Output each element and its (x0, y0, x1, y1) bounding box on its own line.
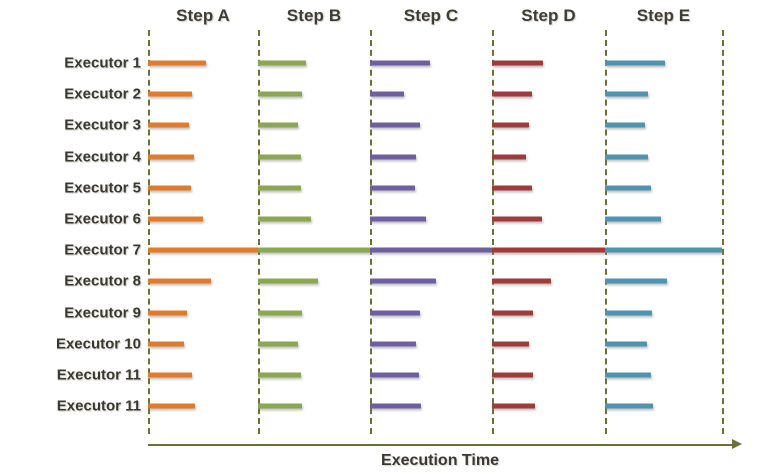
x-axis-line (148, 444, 732, 446)
bar-step-e-row-8 (605, 278, 667, 284)
bar-step-a-row-1 (148, 60, 207, 66)
bar-step-c-row-11 (370, 372, 419, 378)
executor-label-row-9: Executor 9 (64, 304, 141, 322)
bar-step-a-row-5 (148, 185, 191, 191)
bar-step-b-row-5 (258, 185, 301, 191)
bar-step-c-row-10 (370, 341, 417, 347)
executor-label-row-11: Executor 11 (56, 366, 141, 384)
bar-step-d-row-12 (492, 403, 535, 409)
bar-step-e-row-11 (605, 372, 651, 378)
bar-step-a-row-9 (148, 310, 187, 316)
bar-step-e-row-5 (605, 185, 651, 191)
bar-step-d-row-6 (492, 216, 542, 222)
bar-step-e-row-12 (605, 403, 653, 409)
executor-label-row-4: Executor 4 (64, 148, 141, 166)
bar-step-d-row-10 (492, 341, 530, 347)
bar-step-b-row-4 (258, 154, 301, 160)
executor-label-row-1: Executor 1 (64, 54, 141, 72)
bar-step-c-row-12 (370, 403, 422, 409)
bar-step-c-row-2 (370, 91, 405, 97)
gridline-4 (605, 30, 607, 434)
bar-step-a-row-7 (148, 247, 258, 253)
bar-step-c-row-9 (370, 310, 421, 316)
gridline-0 (148, 30, 150, 434)
step-header-step-b: Step B (286, 6, 342, 25)
step-header-step-c: Step C (403, 6, 459, 25)
bar-step-c-row-6 (370, 216, 427, 222)
bar-step-e-row-3 (605, 122, 645, 128)
bar-step-b-row-3 (258, 122, 299, 128)
bar-step-d-row-5 (492, 185, 532, 191)
x-axis-arrow-icon (732, 439, 742, 449)
bar-step-e-row-2 (605, 91, 649, 97)
bar-step-b-row-10 (258, 341, 299, 347)
bar-step-e-row-7 (605, 247, 722, 253)
executor-label-row-3: Executor 3 (64, 116, 141, 134)
executor-label-row-10: Executor 10 (55, 335, 141, 353)
bar-step-d-row-3 (492, 122, 530, 128)
bar-step-b-row-6 (258, 216, 311, 222)
executor-label-row-5: Executor 5 (64, 179, 141, 197)
bar-step-b-row-9 (258, 310, 302, 316)
executor-label-row-2: Executor 2 (64, 85, 141, 103)
executor-label-row-8: Executor 8 (64, 272, 141, 290)
executor-label-row-7: Executor 7 (64, 241, 141, 259)
bar-step-b-row-2 (258, 91, 302, 97)
gridline-3 (492, 30, 494, 434)
step-header-step-d: Step D (521, 6, 576, 25)
bar-step-b-row-11 (258, 372, 301, 378)
bar-step-c-row-5 (370, 185, 416, 191)
bar-step-c-row-4 (370, 154, 417, 160)
bar-step-d-row-11 (492, 372, 533, 378)
gridline-2 (370, 30, 372, 434)
bar-step-c-row-3 (370, 122, 421, 128)
bar-step-b-row-12 (258, 403, 302, 409)
bar-step-a-row-6 (148, 216, 203, 222)
bar-step-d-row-1 (492, 60, 543, 66)
bar-step-a-row-3 (148, 122, 189, 128)
step-header-step-e: Step E (636, 6, 691, 25)
bar-step-a-row-2 (148, 91, 192, 97)
bar-step-a-row-8 (148, 278, 211, 284)
bar-step-d-row-8 (492, 278, 551, 284)
bar-step-d-row-4 (492, 154, 526, 160)
bar-step-a-row-12 (148, 403, 196, 409)
gridline-1 (258, 30, 260, 434)
bar-step-e-row-6 (605, 216, 662, 222)
bar-step-e-row-9 (605, 310, 652, 316)
bar-step-c-row-7 (370, 247, 492, 253)
bar-step-d-row-2 (492, 91, 532, 97)
bar-step-c-row-1 (370, 60, 430, 66)
bar-step-c-row-8 (370, 278, 436, 284)
bar-step-b-row-8 (258, 278, 319, 284)
bar-step-a-row-4 (148, 154, 195, 160)
executor-label-row-12: Executor 11 (56, 397, 141, 415)
x-axis-title: Execution Time (381, 452, 499, 469)
bar-step-d-row-7 (492, 247, 605, 253)
bar-step-a-row-11 (148, 372, 192, 378)
bar-step-a-row-10 (148, 341, 185, 347)
executor-label-row-6: Executor 6 (64, 210, 141, 228)
bar-step-b-row-7 (258, 247, 370, 253)
bar-step-e-row-1 (605, 60, 665, 66)
bar-step-b-row-1 (258, 60, 307, 66)
bar-step-e-row-4 (605, 154, 649, 160)
step-header-step-a: Step A (176, 6, 230, 25)
executor-label-column: Executor 1 Executor 2 Executor 3 Executor 4… (5, 0, 141, 475)
gridline-5 (722, 30, 724, 434)
bar-step-e-row-10 (605, 341, 648, 347)
bar-step-d-row-9 (492, 310, 533, 316)
